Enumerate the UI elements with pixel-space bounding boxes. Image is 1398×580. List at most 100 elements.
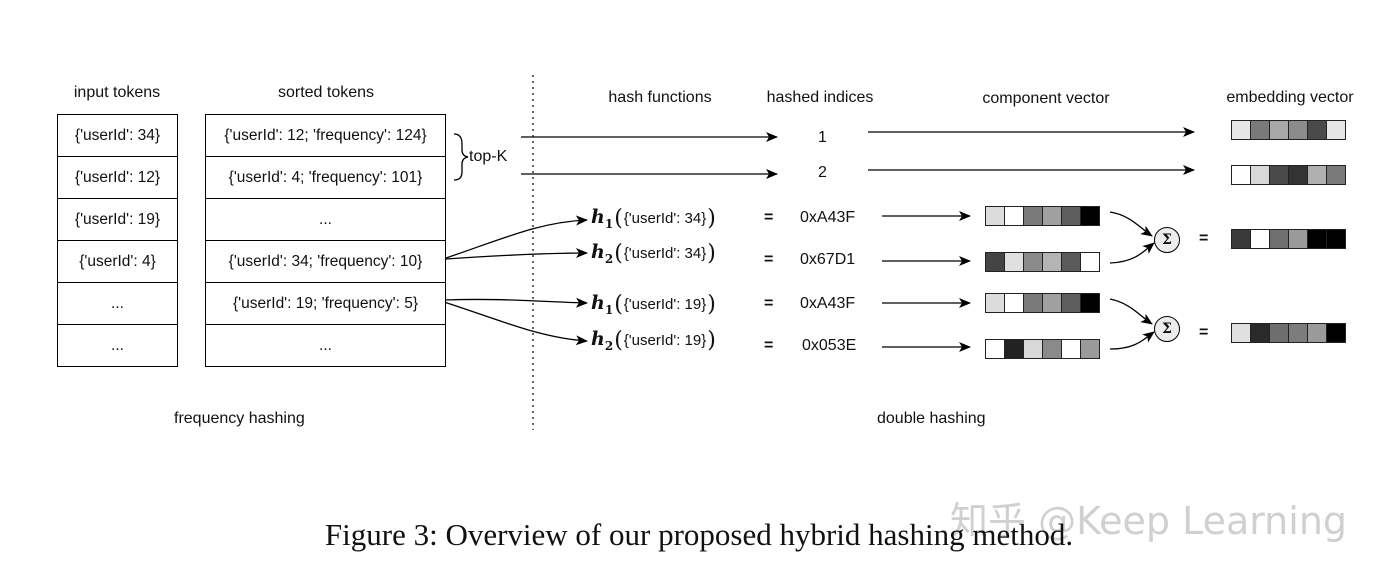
hashed-index: 2 xyxy=(818,164,827,181)
component-vector-3 xyxy=(985,293,1100,313)
sorted-token-cell: ... xyxy=(205,198,446,241)
input-token-cell: {'userId': 34} xyxy=(57,114,178,157)
component-vector-2 xyxy=(985,252,1100,272)
top-k-brace xyxy=(453,133,469,181)
hash-value: 0xA43F xyxy=(800,209,856,226)
header-hashed-indices: hashed indices xyxy=(766,89,874,106)
equals-sign: = xyxy=(764,295,774,312)
equals-sign: = xyxy=(764,251,774,268)
hash-value: 0x67D1 xyxy=(800,251,856,268)
vector-cell xyxy=(1080,293,1100,313)
vector-cell xyxy=(1288,229,1308,249)
arrow-token19-h2 xyxy=(443,301,588,346)
vector-cell xyxy=(1269,229,1289,249)
hash-fn-arg: {'userId': 34} xyxy=(623,210,707,227)
vector-cell xyxy=(1269,165,1289,185)
arrow-comp1-sum xyxy=(1109,211,1153,237)
vector-cell xyxy=(1231,323,1251,343)
input-token-cell: {'userId': 19} xyxy=(57,198,178,241)
vector-cell xyxy=(1004,339,1024,359)
arrow-comp2-sum xyxy=(1109,242,1155,264)
vector-cell xyxy=(1061,339,1081,359)
sorted-token-cell: {'userId': 12; 'frequency': 124} xyxy=(205,114,446,157)
arrow-token19-h1 xyxy=(443,297,588,308)
top-k-label: top-K xyxy=(469,148,508,165)
hash-function-expr: h1 ({'userId': 34}) xyxy=(591,206,716,231)
header-input-tokens: input tokens xyxy=(73,84,161,101)
equals-sign: = xyxy=(1199,324,1209,341)
sorted-token-cell: {'userId': 4; 'frequency': 101} xyxy=(205,156,446,199)
equals-sign: = xyxy=(764,209,774,226)
vector-cell xyxy=(1042,206,1062,226)
vector-cell xyxy=(1250,120,1270,140)
hash-function-expr: h2 ({'userId': 19}) xyxy=(591,328,716,353)
sorted-token-cell: {'userId': 34; 'frequency': 10} xyxy=(205,240,446,283)
vector-cell xyxy=(1250,229,1270,249)
hash-function-expr: h2 ({'userId': 34}) xyxy=(591,241,716,266)
header-component-vector: component vector xyxy=(982,90,1110,107)
vector-cell xyxy=(1307,165,1327,185)
vector-cell xyxy=(1042,339,1062,359)
embedding-vector-2 xyxy=(1231,165,1346,185)
vector-cell xyxy=(985,206,1005,226)
vector-cell xyxy=(985,339,1005,359)
sorted-token-cell: ... xyxy=(205,324,446,367)
sorted-token-cell: {'userId': 19; 'frequency': 5} xyxy=(205,282,446,325)
vector-cell xyxy=(1061,206,1081,226)
equals-sign: = xyxy=(764,337,774,354)
sum-icon: Σ xyxy=(1154,227,1180,253)
hashed-index: 1 xyxy=(818,129,827,146)
vector-cell xyxy=(1004,252,1024,272)
vector-cell xyxy=(1307,229,1327,249)
hash-fn-symbol: h1 xyxy=(591,206,614,231)
hash-fn-symbol: h2 xyxy=(591,328,614,353)
input-token-cell: {'userId': 12} xyxy=(57,156,178,199)
equals-sign: = xyxy=(1199,230,1209,247)
arrow-comp4-sum xyxy=(1109,331,1155,350)
vector-cell xyxy=(1080,252,1100,272)
vector-cell xyxy=(1042,252,1062,272)
vector-cell xyxy=(985,293,1005,313)
vector-cell xyxy=(1250,323,1270,343)
sum-icon: Σ xyxy=(1154,316,1180,342)
input-token-cell: ... xyxy=(57,324,178,367)
vector-cell xyxy=(1231,165,1251,185)
vector-cell xyxy=(1080,206,1100,226)
input-token-cell: {'userId': 4} xyxy=(57,240,178,283)
component-vector-1 xyxy=(985,206,1100,226)
vector-cell xyxy=(1023,252,1043,272)
vector-cell xyxy=(1288,323,1308,343)
arrow-token34-h1 xyxy=(445,215,588,259)
vector-cell xyxy=(1307,323,1327,343)
section-label-double-hashing: double hashing xyxy=(877,410,986,427)
arrow-comp3-sum xyxy=(1109,298,1153,325)
vector-cell xyxy=(1250,165,1270,185)
header-sorted-tokens: sorted tokens xyxy=(277,84,375,101)
vector-cell xyxy=(1326,323,1346,343)
vector-cell xyxy=(1023,339,1043,359)
hash-value: 0x053E xyxy=(802,337,857,354)
vector-cell xyxy=(1288,165,1308,185)
result-embedding-1 xyxy=(1231,229,1346,249)
vector-cell xyxy=(1023,206,1043,226)
vector-cell xyxy=(1326,229,1346,249)
hash-fn-arg: {'userId': 19} xyxy=(623,332,707,349)
arrow-token34-h2 xyxy=(445,248,588,260)
vector-cell xyxy=(1269,323,1289,343)
header-embedding-vector: embedding vector xyxy=(1226,89,1354,106)
hash-fn-arg: {'userId': 19} xyxy=(623,296,707,313)
vector-cell xyxy=(1061,293,1081,313)
section-label-frequency-hashing: frequency hashing xyxy=(174,410,305,427)
vector-cell xyxy=(1269,120,1289,140)
figure-caption: Figure 3: Overview of our proposed hybri… xyxy=(324,517,1074,552)
hash-fn-arg: {'userId': 34} xyxy=(623,245,707,262)
vector-cell xyxy=(1326,165,1346,185)
vector-cell xyxy=(1326,120,1346,140)
hash-function-expr: h1 ({'userId': 19}) xyxy=(591,292,716,317)
component-vector-4 xyxy=(985,339,1100,359)
hash-fn-symbol: h1 xyxy=(591,292,614,317)
vector-cell xyxy=(1231,229,1251,249)
vector-cell xyxy=(1023,293,1043,313)
hash-value: 0xA43F xyxy=(800,295,856,312)
